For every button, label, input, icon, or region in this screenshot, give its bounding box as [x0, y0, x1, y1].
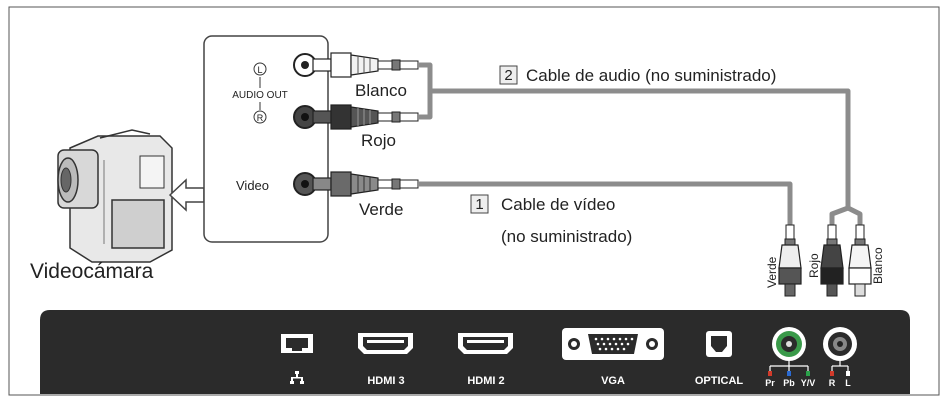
lan-port-icon [281, 334, 313, 353]
audio-cable-number: 2 [504, 67, 512, 84]
video-cable [418, 181, 793, 225]
red-plug-vertical [820, 224, 844, 297]
video-cable-number-box [470, 194, 489, 214]
audio-cable-label: Cable de audio (no suministrado) [526, 66, 776, 85]
component-jack [772, 327, 806, 361]
audio-left-marker [253, 62, 267, 76]
y-pin [806, 371, 810, 376]
white-plug-label: Blanco [355, 81, 407, 100]
hdmi3-label: HDMI 3 [367, 375, 404, 387]
audio-in-jack [823, 327, 857, 361]
audio-left-symbol: L [257, 65, 262, 75]
green-plug-label: Verde [359, 200, 403, 219]
audio-cable-number-box [499, 65, 518, 85]
video-cable-label-line2: (no suministrado) [501, 227, 632, 246]
hdmi2-label: HDMI 2 [467, 375, 504, 387]
pr-pin [768, 371, 772, 376]
outer-frame [8, 6, 940, 396]
white-plug-vertical [848, 224, 872, 297]
y-label: Y/V [801, 378, 816, 388]
pb-label: Pb [783, 378, 795, 388]
vertical-white-label: Blanco [871, 247, 885, 284]
optical-port [706, 331, 732, 357]
audio-l-pin [846, 371, 850, 376]
audio-out-label: AUDIO OUT [232, 90, 288, 101]
arrow-to-camera [168, 178, 205, 212]
audio-right-symbol: R [257, 113, 264, 123]
green-plug-horizontal [312, 171, 419, 197]
vertical-green-label: Verde [765, 256, 779, 288]
audio-right-marker [253, 110, 267, 124]
vga-port [562, 328, 664, 360]
camcorder-label: Videocámara [30, 260, 154, 283]
vga-label: VGA [601, 375, 625, 387]
hdmi3-port [358, 333, 413, 354]
pb-pin [787, 371, 791, 376]
video-label: Video [236, 178, 269, 193]
network-icon [290, 371, 304, 384]
hdmi2-port [458, 333, 513, 354]
audio-cable [418, 62, 863, 225]
audio-r-pin [830, 371, 834, 376]
red-plug-horizontal [312, 104, 419, 130]
camcorder-icon [57, 129, 173, 263]
video-cable-label-line1: Cable de vídeo [501, 195, 615, 214]
vertical-red-label: Rojo [807, 253, 821, 278]
red-plug-label: Rojo [361, 131, 396, 150]
optical-label: OPTICAL [695, 375, 744, 387]
audio-l-label: L [845, 378, 851, 388]
white-plug-horizontal [312, 52, 419, 78]
video-cable-number: 1 [475, 196, 483, 213]
pr-label: Pr [765, 378, 775, 388]
audio-r-label: R [829, 378, 836, 388]
green-plug-vertical [778, 224, 802, 297]
